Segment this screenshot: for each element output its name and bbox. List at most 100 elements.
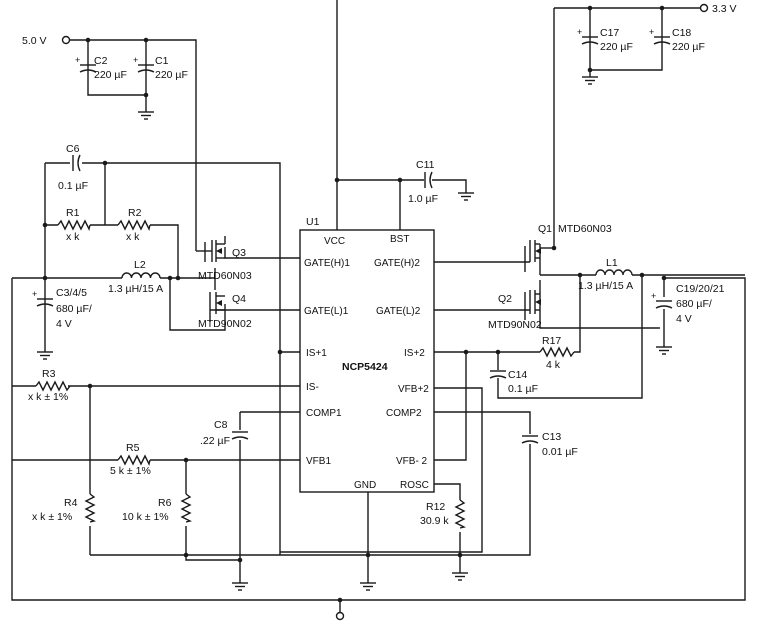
mosfet-q1: Q1 MTD60N03 (529, 223, 612, 275)
c345-value: 680 µF/ (56, 303, 92, 315)
mosfet-icon (529, 240, 541, 275)
c8-ref: C8 (214, 419, 228, 431)
q4-part: MTD90N02 (198, 318, 252, 330)
ic-ref: U1 (306, 216, 320, 228)
capacitor-icon (231, 431, 249, 440)
resistor-icon (57, 219, 91, 232)
q4-ref: Q4 (232, 293, 246, 305)
l1-ref: L1 (606, 257, 618, 269)
l1-value: 1.3 µH/15 A (578, 280, 633, 292)
r4-ref: R4 (64, 497, 78, 509)
terminal-icon (699, 3, 709, 13)
q2-part: MTD90N02 (488, 319, 542, 331)
resistor-icon (117, 454, 151, 467)
capacitor-c8: C8 .22 µF (200, 419, 249, 447)
ground-icon (137, 104, 155, 120)
pin-gnd: GND (354, 480, 376, 491)
capacitor-icon (521, 435, 539, 444)
ground-icon (457, 185, 475, 201)
r3-value: x k ± 1% (28, 391, 68, 403)
resistor-icon (84, 493, 97, 523)
capacitor-c6: C6 0.1 µF (58, 143, 88, 192)
r2-ref: R2 (128, 207, 142, 219)
resistor-icon (454, 499, 467, 529)
ic-u1: U1 NCP5424 VCC BST GATE(H)1 GATE(H)2 GAT… (299, 216, 435, 493)
c18-ref: C18 (672, 27, 691, 39)
ground-icon (36, 344, 54, 360)
r5-ref: R5 (126, 442, 140, 454)
resistor-r2: R2 x k (117, 207, 151, 243)
ground-icon (655, 339, 673, 355)
c1-ref: C1 (155, 55, 169, 67)
capacitor-icon (72, 154, 81, 172)
capacitor-icon (31, 288, 54, 307)
capacitor-icon (489, 370, 507, 379)
q3-ref: Q3 (232, 247, 246, 259)
c17-value: 220 µF (600, 41, 633, 53)
r2-value: x k (126, 231, 140, 243)
c2-value: 220 µF (94, 69, 127, 81)
pin-comp2: COMP2 (386, 408, 422, 419)
c18-value: 220 µF (672, 41, 705, 53)
c11-value: 1.0 µF (408, 193, 438, 205)
terminal-icon (61, 35, 71, 45)
resistor-r5: R5 5 k ± 1% (110, 442, 151, 477)
mosfet-icon (215, 292, 225, 314)
resistor-icon (117, 219, 151, 232)
capacitor-c192021: C19/20/21 680 µF/ 4 V (650, 283, 725, 325)
c192021-value2: 4 V (676, 313, 692, 325)
inductor-l1: L1 1.3 µH/15 A (578, 257, 633, 292)
capacitor-c13: C13 0.01 µF (521, 431, 578, 458)
resistor-r1: R1 x k (57, 207, 91, 243)
pin-is-plus-1: IS+1 (306, 348, 327, 359)
capacitor-c2: C2 220 µF (74, 54, 127, 81)
c6-ref: C6 (66, 143, 80, 155)
c6-value: 0.1 µF (58, 180, 88, 192)
c2-ref: C2 (94, 55, 108, 67)
c11-ref: C11 (416, 159, 435, 171)
pin-gate-h1: GATE(H)1 (304, 258, 350, 269)
r1-value: x k (66, 231, 80, 243)
mosfet-icon (211, 236, 226, 262)
pin-is-plus-2: IS+2 (404, 348, 425, 359)
q3-part: MTD60N03 (198, 270, 252, 282)
ground-icon (451, 565, 469, 581)
capacitor-icon (424, 171, 433, 189)
capacitor-icon (74, 54, 97, 73)
r4-value: x k ± 1% (32, 511, 72, 523)
ground-icon (359, 575, 377, 591)
q1-ref: Q1 (538, 223, 552, 235)
resistor-icon (180, 493, 193, 523)
pin-gate-h2: GATE(H)2 (374, 258, 420, 269)
resistor-icon (539, 346, 575, 358)
c1-value: 220 µF (155, 69, 188, 81)
capacitor-icon (132, 54, 155, 73)
c14-value: 0.1 µF (508, 383, 538, 395)
pin-bst: BST (390, 234, 409, 245)
inductor-icon (595, 269, 633, 276)
r12-value: 30.9 k (420, 515, 449, 527)
pin-vcc: VCC (324, 236, 345, 247)
c8-value: .22 µF (200, 435, 230, 447)
r12-ref: R12 (426, 501, 445, 513)
c13-value: 0.01 µF (542, 446, 578, 458)
pin-rosc: ROSC (400, 480, 429, 491)
ground-icon (581, 69, 599, 85)
capacitor-icon (576, 26, 599, 45)
ground-icon (231, 575, 249, 591)
rail-3v3-label: 3.3 V (712, 3, 737, 15)
rail-5v-label: 5.0 V (22, 35, 47, 47)
q1-part: MTD60N03 (558, 223, 612, 235)
r17-value: 4 k (546, 359, 561, 371)
pin-gate-l2: GATE(L)2 (376, 306, 421, 317)
ic-part: NCP5424 (342, 361, 388, 373)
c345-value2: 4 V (56, 318, 72, 330)
resistor-r12: R12 30.9 k (420, 499, 467, 529)
capacitor-c1: C1 220 µF (132, 54, 188, 81)
pin-vfb1: VFB1 (306, 456, 331, 467)
c13-ref: C13 (542, 431, 561, 443)
capacitor-c11: C11 1.0 µF (408, 159, 438, 205)
q2-ref: Q2 (498, 293, 512, 305)
mosfet-q2: Q2 MTD90N02 (488, 290, 542, 331)
mosfet-q4: Q4 MTD90N02 (198, 292, 252, 330)
